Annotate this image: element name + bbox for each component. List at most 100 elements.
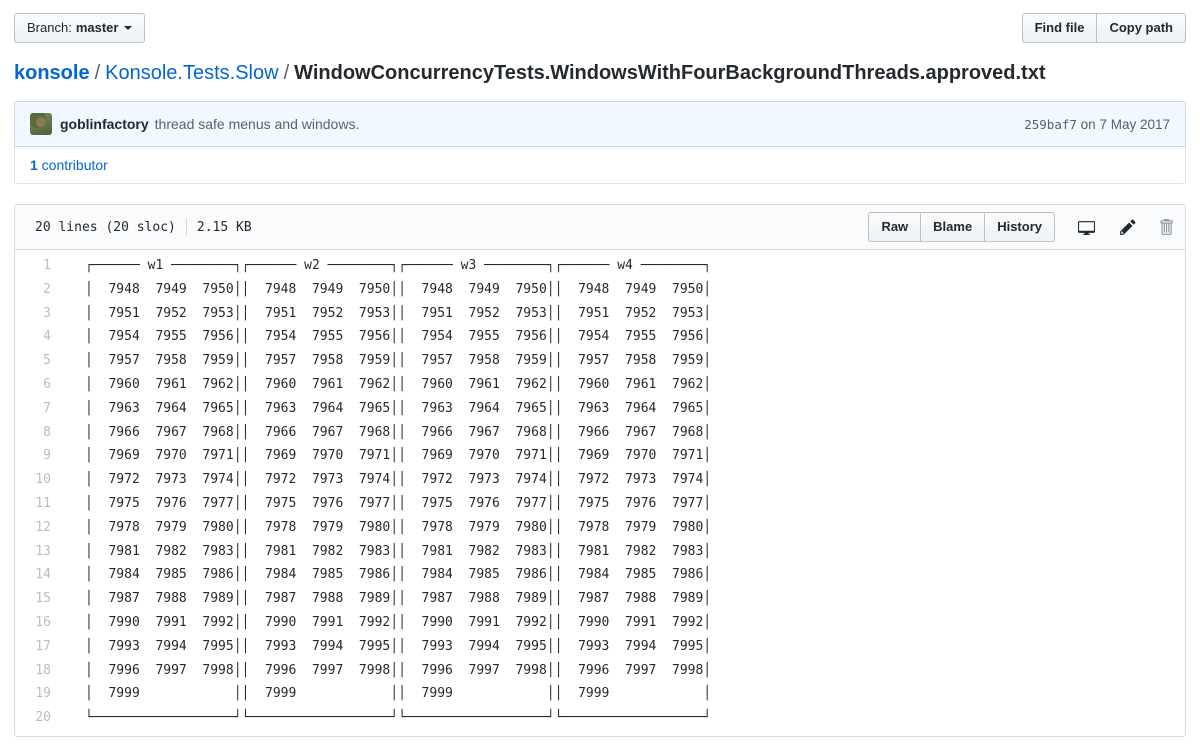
code-line-text: │ 7954 7955 7956││ 7954 7955 7956││ 7954… bbox=[85, 329, 712, 345]
branch-label: Branch: bbox=[27, 20, 72, 35]
line-number[interactable]: 12 bbox=[35, 519, 51, 535]
code-line: 10 │ 7972 7973 7974││ 7972 7973 7974││ 79… bbox=[15, 468, 721, 492]
meta-divider bbox=[185, 218, 187, 236]
code-line-text: │ 7993 7994 7995││ 7993 7994 7995││ 7993… bbox=[85, 638, 712, 654]
commit-message[interactable]: thread safe menus and windows. bbox=[154, 116, 360, 132]
file-header: 20 lines (20 sloc) 2.15 KB Raw Blame His… bbox=[15, 205, 1185, 250]
code-line: 3 │ 7951 7952 7953││ 7951 7952 7953││ 795… bbox=[15, 302, 721, 326]
code-line: 12 │ 7978 7979 7980││ 7978 7979 7980││ 79… bbox=[15, 516, 721, 540]
code-line-text: │ 7951 7952 7953││ 7951 7952 7953││ 7951… bbox=[85, 305, 712, 321]
delete-file-button[interactable] bbox=[1157, 214, 1175, 240]
file-size-info: 2.15 KB bbox=[196, 219, 252, 235]
code-line: 13│ 7981 7982 7983││ 7981 7982 7983││ 79… bbox=[15, 540, 721, 564]
breadcrumb-repo-link[interactable]: konsole bbox=[14, 62, 90, 84]
code-line-text: │ 7966 7967 7968││ 7966 7967 7968││ 7966… bbox=[85, 424, 712, 440]
line-number[interactable]: 2 bbox=[43, 281, 51, 297]
code-line: 7 │ 7963 7964 7965││ 7963 7964 7965││ 796… bbox=[15, 397, 721, 421]
commit-sha-link[interactable]: 259baf7 bbox=[1024, 116, 1077, 132]
code-line-text: │ 7987 7988 7989││ 7987 7988 7989││ 7987… bbox=[85, 591, 712, 607]
pencil-icon bbox=[1120, 218, 1136, 236]
copy-path-button[interactable]: Copy path bbox=[1096, 13, 1186, 43]
code-line: 8 │ 7966 7967 7968││ 7966 7967 7968││ 796… bbox=[15, 421, 721, 445]
line-number[interactable]: 17 bbox=[35, 638, 51, 654]
device-desktop-icon bbox=[1076, 219, 1097, 236]
code-line: 5 │ 7957 7958 7959││ 7957 7958 7959││ 795… bbox=[15, 349, 721, 373]
blame-button[interactable]: Blame bbox=[920, 212, 986, 242]
code-line-text: │ 7972 7973 7974││ 7972 7973 7974││ 7972… bbox=[85, 472, 712, 488]
avatar[interactable] bbox=[30, 113, 52, 135]
code-line: 6│ 7960 7961 7962││ 7960 7961 7962││ 796… bbox=[15, 373, 721, 397]
code-line: 19 │ 7999 ││ 7999 ││ 7999 ││ 7999 │ bbox=[15, 682, 721, 706]
line-number[interactable]: 13 bbox=[35, 543, 51, 559]
raw-button[interactable]: Raw bbox=[868, 212, 922, 242]
code-line: 16 │ 7990 7991 7992││ 7990 7991 7992││ 79… bbox=[15, 611, 721, 635]
breadcrumb-separator: / bbox=[94, 62, 101, 84]
line-number[interactable]: 7 bbox=[43, 400, 51, 416]
code-view: 1 ┌────── w1 ────────┐┌────── w2 ────────… bbox=[15, 250, 1185, 736]
code-line: 9 │ 7969 7970 7971││ 7969 7970 7971││ 796… bbox=[15, 444, 721, 468]
file-meta: 20 lines (20 sloc) 2.15 KB bbox=[35, 218, 252, 236]
code-line-text: │ 7990 7991 7992││ 7990 7991 7992││ 7990… bbox=[85, 614, 712, 630]
commit-date: on 7 May 2017 bbox=[1076, 116, 1170, 132]
line-number[interactable]: 15 bbox=[35, 591, 51, 607]
view-mode-buttons: Raw Blame History bbox=[868, 212, 1055, 242]
code-line-text: │ 7963 7964 7965││ 7963 7964 7965││ 7963… bbox=[85, 400, 712, 416]
trashcan-icon bbox=[1159, 218, 1173, 236]
line-number[interactable]: 8 bbox=[43, 424, 51, 440]
code-line-text: │ 7948 7949 7950││ 7948 7949 7950││ 7948… bbox=[85, 281, 712, 297]
line-number[interactable]: 9 bbox=[43, 448, 51, 464]
line-number[interactable]: 18 bbox=[35, 662, 51, 678]
line-number[interactable]: 14 bbox=[35, 567, 51, 583]
line-number[interactable]: 1 bbox=[43, 258, 51, 273]
contributors-row: 1 contributor bbox=[14, 147, 1186, 184]
code-line-text: │ 7975 7976 7977││ 7975 7976 7977││ 7975… bbox=[85, 495, 712, 511]
line-number[interactable]: 3 bbox=[43, 305, 51, 321]
latest-commit-bar: goblinfactory thread safe menus and wind… bbox=[14, 101, 1186, 147]
branch-select-button[interactable]: Branch: master bbox=[14, 13, 146, 43]
code-line-text: └──────────────────┘└──────────────────┘… bbox=[85, 710, 712, 726]
line-number[interactable]: 5 bbox=[43, 353, 51, 369]
file-nav-buttons: Find file Copy path bbox=[1021, 13, 1186, 43]
code-line-text: │ 7996 7997 7998││ 7996 7997 7998││ 7996… bbox=[85, 662, 712, 678]
open-in-desktop-button[interactable] bbox=[1074, 215, 1099, 240]
line-number[interactable]: 6 bbox=[43, 376, 51, 392]
history-button[interactable]: History bbox=[984, 212, 1055, 242]
code-line-text: │ 7969 7970 7971││ 7969 7970 7971││ 7969… bbox=[85, 448, 712, 464]
code-line: 1 ┌────── w1 ────────┐┌────── w2 ────────… bbox=[15, 254, 721, 278]
code-line-text: │ 7984 7985 7986││ 7984 7985 7986││ 7984… bbox=[85, 567, 712, 583]
file-actions: Raw Blame History bbox=[868, 212, 1175, 242]
line-number[interactable]: 20 bbox=[35, 710, 51, 726]
code-line: 15 │ 7987 7988 7989││ 7987 7988 7989││ 79… bbox=[15, 587, 721, 611]
line-number[interactable]: 16 bbox=[35, 614, 51, 630]
commit-meta: 259baf7 on 7 May 2017 bbox=[1024, 117, 1170, 132]
code-line: 17 │ 7993 7994 7995││ 7993 7994 7995││ 79… bbox=[15, 635, 721, 659]
code-line-text: ┌────── w1 ────────┐┌────── w2 ────────┐… bbox=[85, 258, 712, 273]
code-line-text: │ 7957 7958 7959││ 7957 7958 7959││ 7957… bbox=[85, 353, 712, 369]
contributor-count: 1 bbox=[30, 157, 38, 173]
code-table: 1 ┌────── w1 ────────┐┌────── w2 ────────… bbox=[15, 254, 721, 730]
page: Branch: master Find file Copy path konso… bbox=[14, 13, 1186, 737]
triangle-down-icon bbox=[124, 26, 133, 30]
code-line: 20 └──────────────────┘└─────────────────… bbox=[15, 706, 721, 730]
contributor-label: contributor bbox=[37, 157, 108, 173]
contributors-link[interactable]: 1 contributor bbox=[30, 157, 108, 173]
line-number[interactable]: 4 bbox=[43, 329, 51, 345]
breadcrumb: konsole/Konsole.Tests.Slow/WindowConcurr… bbox=[14, 60, 1186, 86]
commit-box: goblinfactory thread safe menus and wind… bbox=[14, 101, 1186, 184]
code-line: 14 │ 7984 7985 7986││ 7984 7985 7986││ 79… bbox=[15, 563, 721, 587]
breadcrumb-file-name: WindowConcurrencyTests.WindowsWithFourBa… bbox=[294, 62, 1046, 84]
file-lines-info: 20 lines (20 sloc) bbox=[35, 219, 176, 235]
commit-author-link[interactable]: goblinfactory bbox=[60, 116, 149, 132]
code-line: 11 │ 7975 7976 7977││ 7975 7976 7977││ 79… bbox=[15, 492, 721, 516]
code-line-text: │ 7999 ││ 7999 ││ 7999 ││ 7999 │ bbox=[85, 686, 712, 702]
line-number[interactable]: 19 bbox=[35, 686, 51, 702]
branch-name: master bbox=[75, 20, 119, 35]
line-number[interactable]: 11 bbox=[35, 495, 51, 511]
code-line-text: │ 7978 7979 7980││ 7978 7979 7980││ 7978… bbox=[85, 519, 712, 535]
edit-file-button[interactable] bbox=[1118, 214, 1138, 240]
file-toolbar: Branch: master Find file Copy path bbox=[14, 13, 1186, 43]
find-file-button[interactable]: Find file bbox=[1021, 13, 1098, 43]
file-view-box: 20 lines (20 sloc) 2.15 KB Raw Blame His… bbox=[14, 204, 1186, 737]
breadcrumb-dir-link[interactable]: Konsole.Tests.Slow bbox=[105, 62, 279, 84]
line-number[interactable]: 10 bbox=[35, 472, 51, 488]
